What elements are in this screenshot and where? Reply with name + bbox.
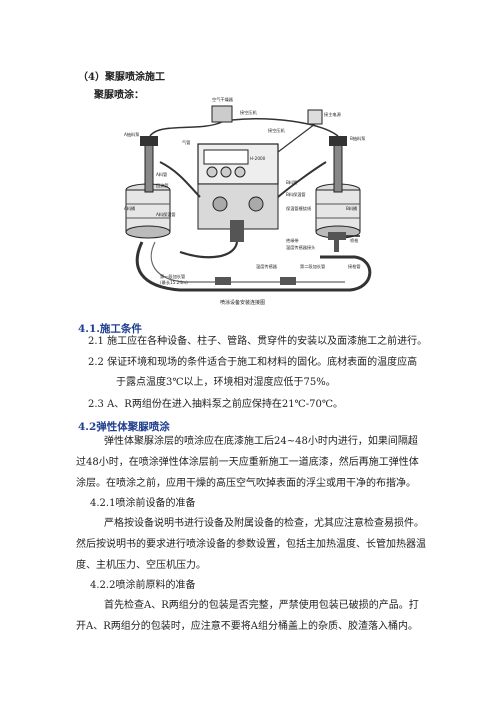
sub-heading: 聚脲喷涂： <box>94 90 144 101</box>
intro-line-2: 过48小时，在喷涂弹性体涂层前一天应重新施工一道底漆，然后再施工弹性体 <box>76 457 419 468</box>
subsection-title-4-2-2: 4.2.2喷涂前原料的准备 <box>90 580 196 591</box>
item-2-2-line-1: 2.2 保证环境和现场的条件适合于施工和材料的固化。底材表面的温度应高 <box>88 357 418 368</box>
label-b-feed: B料管 <box>286 179 297 186</box>
heated-hose <box>179 241 239 259</box>
label-to-power: 接主电源 <box>324 111 342 118</box>
label-b-pump: B抽料泵 <box>350 135 365 142</box>
a-pump-shaft <box>144 141 154 193</box>
intro-line-1: 弹性体聚脲涂层的喷涂应在底漆施工后24~48小时内进行，如果间隔超 <box>104 436 418 447</box>
label-b-hose: B料保温管 <box>286 191 306 198</box>
label-second-extension: 第二段加长管 <box>300 263 325 270</box>
label-max-length: (最长15.24m) <box>160 279 188 286</box>
label-a-pump: A抽料泵 <box>124 131 139 138</box>
proportioner-machine <box>197 143 279 242</box>
a-feed-hose <box>159 161 201 198</box>
hose-coupler-2 <box>280 277 296 285</box>
machine-model: H-2000 <box>250 156 266 161</box>
label-gun-hose: 接枪管 <box>348 263 361 270</box>
diagram-caption: 喷涂设备安装连接图 <box>220 299 265 306</box>
label-temp-sensor-cable: 温度传感器接头 <box>286 244 315 251</box>
equipment-diagram: H-2000 空气干燥器 接空压机 接主电源 接空压机 A抽料泵 B抽料泵 气管… <box>120 92 378 308</box>
heater-block <box>230 220 244 242</box>
label-spray-gun: 喷枪 <box>350 237 359 244</box>
label-a-tank: A料桶 <box>124 205 135 212</box>
label-insulated-bundle: 保温管缠绕线 <box>286 205 312 212</box>
equipment-diagram-svg: H-2000 空气干燥器 接空压机 接主电源 接空压机 A抽料泵 B抽料泵 气管… <box>124 96 372 306</box>
b-pump-head <box>329 136 347 146</box>
subsection-4-2-1-line-3: 度、主机压力、空压机压力。 <box>76 560 206 571</box>
hose-loop <box>135 241 372 292</box>
item-2-2-line-2: 于露点温度3℃以上，环境相对湿度应低于75%。 <box>116 377 336 388</box>
air-line-a <box>149 121 223 137</box>
label-a-feed: A料管 <box>156 171 167 178</box>
label-air-tube: 气管 <box>182 139 190 146</box>
label-temp-sensor: 温度传感器 <box>256 263 278 270</box>
power-cable <box>277 123 316 153</box>
b-pump-shaft <box>333 141 343 193</box>
subsection-4-2-1-line-2: 然后按说明书的要求进行喷涂设备的参数设置，包括主加热温度、长管加热器温 <box>76 539 426 550</box>
a-tank <box>125 183 171 239</box>
intro-line-3: 涂层。在喷涂之前，应用干燥的高压空气吹掉表面的浮尘或用干净的布揩净。 <box>76 478 416 489</box>
subsection-title-4-2-1: 4.2.1喷涂前设备的准备 <box>90 498 196 509</box>
label-a-hose: A料保温管 <box>156 211 176 218</box>
item-2-3-line-1: 2.3 A、R两组份在进入抽料泵之前应保持在21℃-70℃。 <box>88 399 344 410</box>
label-return-pipe: 回流管 <box>156 182 169 189</box>
b-feed-hose <box>277 161 327 198</box>
label-air-dryer: 空气干燥器 <box>212 96 234 103</box>
section-title-4-2: 4.2弹性体聚脲喷涂 <box>78 421 170 433</box>
section-title-4-1: 4.1.施工条件 <box>78 323 142 335</box>
hose-loop-inner <box>150 241 345 283</box>
subsection-4-2-2-line-2: 开A、R两组分的包装时，应注意不要将A组分桶盖上的杂质、胶渣落入桶内。 <box>76 621 418 632</box>
hose-coupler-1 <box>215 277 231 285</box>
section-heading: （4）聚脲喷涂施工 <box>78 72 165 83</box>
label-insulation-tape: 绝缘带 <box>286 237 299 244</box>
subsection-4-2-2-line-1: 首先检查A、R两组分的包装是否完整，严禁使用包装已破损的产品。打 <box>104 600 419 611</box>
air-dryer-unit <box>211 105 233 123</box>
label-b-tank: B料桶 <box>346 205 357 212</box>
label-to-compressor: 接空压机 <box>240 109 258 116</box>
subsection-4-2-1-line-1: 严格按设备说明书进行设备及附属设备的检查，尤其应注意检查易损件。 <box>104 518 424 529</box>
power-box <box>307 109 323 125</box>
spray-gun <box>328 232 360 252</box>
label-first-extension: 第一段加长管 <box>160 273 185 280</box>
a-pump-head <box>140 136 158 146</box>
item-2-1-line-1: 2.1 施工应在各种设备、柱子、管路、贯穿件的安装以及面漆施工之前进行。 <box>88 336 428 347</box>
air-line-b <box>231 118 339 137</box>
label-to-compressor-2: 接空压机 <box>268 127 286 134</box>
